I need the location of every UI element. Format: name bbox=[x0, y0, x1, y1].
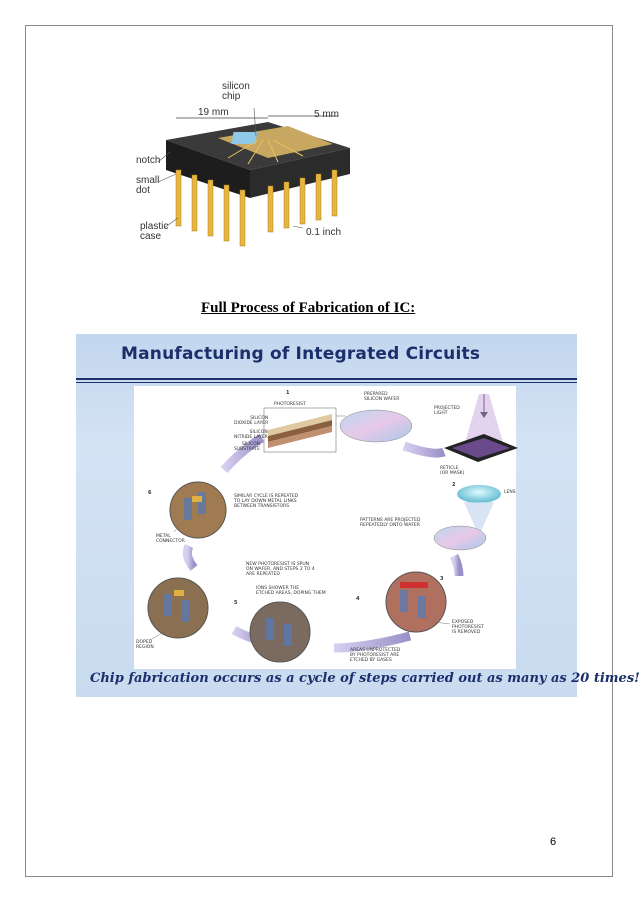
label-lens: LENS bbox=[504, 490, 516, 495]
slide-caption: Chip fabrication occurs as a cycle of st… bbox=[90, 671, 640, 686]
label-prepared-wafer: PREPARED SILICON WAFER bbox=[364, 392, 400, 402]
plastic-case-label: plastic case bbox=[140, 221, 169, 242]
silicon-chip-label: silicon chip bbox=[222, 81, 250, 102]
slide-title-rule bbox=[76, 378, 577, 380]
width-dimension-label: 5 mm bbox=[314, 109, 339, 120]
pin-pitch-label: 0.1 inch bbox=[306, 227, 342, 238]
ic-chip-drawing bbox=[157, 107, 350, 247]
small-dot-label: small dot bbox=[136, 175, 160, 196]
step-number-2: 2 bbox=[452, 482, 456, 488]
fabrication-cycle-diagram: PHOTORESIST SILICON DIOXIDE LAYER SILICO… bbox=[134, 386, 518, 669]
slide-title-rule-thin bbox=[76, 382, 577, 383]
step-number-3: 3 bbox=[440, 576, 444, 582]
slide-title: Manufacturing of Integrated Circuits bbox=[121, 344, 481, 364]
step-number-6: 6 bbox=[148, 490, 152, 496]
label-silicon-nitride: SILICON NITRIDE LAYER bbox=[234, 430, 268, 440]
manufacturing-slide: Manufacturing of Integrated Circuits bbox=[76, 334, 640, 697]
label-reticle: RETICLE (OR MASK) bbox=[440, 466, 465, 476]
ic-chip-illustration: silicon chip 19 mm 5 mm notch small dot … bbox=[118, 78, 370, 254]
label-patterns-projected: PATTERNS ARE PROJECTED REPEATEDLY ONTO W… bbox=[360, 518, 421, 528]
step-number-1: 1 bbox=[286, 390, 290, 396]
label-photoresist: PHOTORESIST bbox=[274, 402, 306, 407]
step-number-5: 5 bbox=[234, 600, 238, 606]
notch-label: notch bbox=[136, 155, 161, 166]
label-areas-unprotected: AREAS UNPROTECTED BY PHOTORESIST ARE ETC… bbox=[350, 648, 401, 663]
label-similar-cycle: SIMILAR CYCLE IS REPEATED TO LAY DOWN ME… bbox=[234, 494, 299, 509]
label-exposed-photoresist: EXPOSED PHOTORESIST IS REMOVED bbox=[452, 620, 484, 635]
label-silicon-substrate: SILICON SUBSTRATE bbox=[234, 442, 261, 452]
length-dimension-label: 19 mm bbox=[198, 107, 229, 118]
label-projected-light: PROJECTED LIGHT bbox=[434, 406, 460, 416]
fabrication-cycle-drawing bbox=[147, 394, 518, 663]
label-new-photoresist: NEW PHOTORESIST IS SPUN ON WAFER, AND ST… bbox=[246, 562, 315, 577]
label-silicon-dioxide: SILICON DIOXIDE LAYER bbox=[234, 416, 269, 426]
section-heading: Full Process of Fabrication of IC: bbox=[201, 300, 416, 316]
page-frame bbox=[25, 25, 613, 877]
label-doped-region: DOPED REGION bbox=[136, 640, 154, 650]
page-number: 6 bbox=[550, 836, 557, 848]
step-number-4: 4 bbox=[356, 596, 360, 602]
label-metal-connector: METAL CONNECTOR bbox=[156, 534, 185, 544]
label-ions-shower: IONS SHOWER THE ETCHED AREAS, DOPING THE… bbox=[256, 586, 326, 596]
